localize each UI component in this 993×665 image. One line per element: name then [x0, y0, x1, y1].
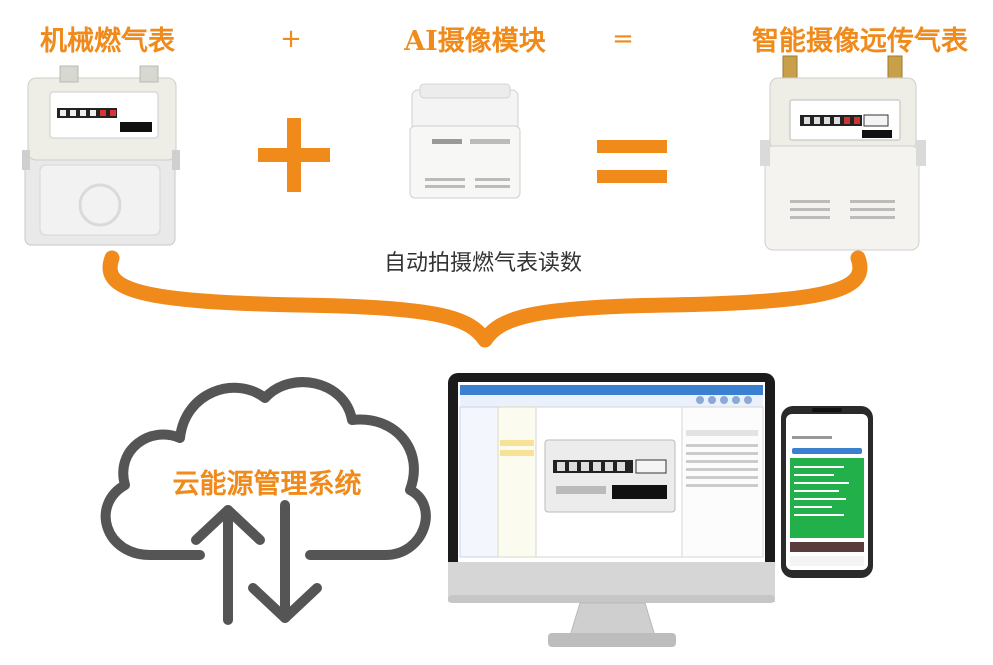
cloud-energy-system-label: 云能源管理系统	[172, 469, 362, 500]
plus-icon	[258, 118, 330, 192]
equals-small-sign: =	[612, 24, 634, 54]
smartphone-image	[781, 406, 873, 578]
ai-camera-module-image	[409, 83, 521, 199]
equals-icon	[597, 140, 667, 183]
monitor-image	[448, 373, 775, 647]
mechanical-meter-image	[22, 65, 180, 246]
plus-small-sign: +	[280, 24, 302, 54]
auto-capture-caption: 自动拍摄燃气表读数	[383, 251, 582, 276]
title-mechanical-meter: 机械燃气表	[40, 26, 175, 57]
smart-camera-meter-image	[760, 55, 926, 251]
curly-brace-icon	[102, 250, 868, 348]
title-ai-module: AI摄像模块	[404, 26, 546, 57]
cloud-upload-download-icon	[100, 377, 431, 625]
title-smart-meter: 智能摄像远传气表	[752, 26, 968, 57]
